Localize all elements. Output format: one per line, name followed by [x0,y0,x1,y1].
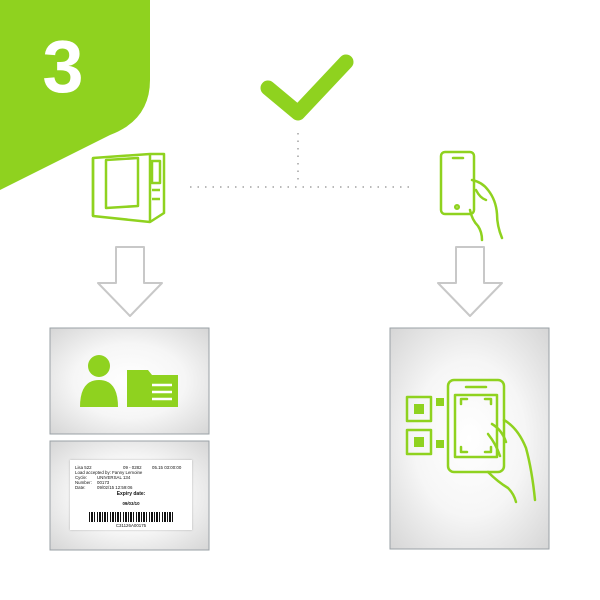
label-accepted-by: Load accepted by: Fanny Lemoine [75,470,143,475]
label-expiry-title: Expiry date: [116,491,146,497]
label-load-id: 09 - 0282 [123,465,142,470]
label-time: 05.15 03:00:00 [152,465,182,470]
phone-in-hand-icon [439,150,504,242]
dotted-connector [190,133,410,188]
label-number-value: 00173 [97,480,110,485]
down-arrow-left [97,246,163,317]
qr-scan-icon [405,378,537,504]
sterilizer-icon [91,152,166,224]
check-icon [260,54,354,121]
user-icon [80,355,118,407]
step-badge [0,0,150,190]
label-cycle-value: UNIVERSAL 134 [97,475,131,480]
label-date-value: 09/02/15 12:59:06 [97,485,133,490]
label-number-key: Number: [75,480,92,485]
label-expiry-value: 09/03/10 [122,501,140,506]
folder-icon [127,370,178,407]
barcode [89,512,175,522]
step-number: 3 [42,25,84,108]
sterilization-label: Lisa 522 09 - 0282 05.15 03:00:00 Load a… [70,460,192,530]
label-cycle-key: Cycle: [75,475,88,480]
label-barcode-text: C31126A00175 [115,523,147,528]
qr-scan-panel [389,327,550,550]
down-arrow-right [437,246,503,317]
label-date-key: Date: [75,485,86,490]
label-lot: Lisa 522 [75,465,92,470]
